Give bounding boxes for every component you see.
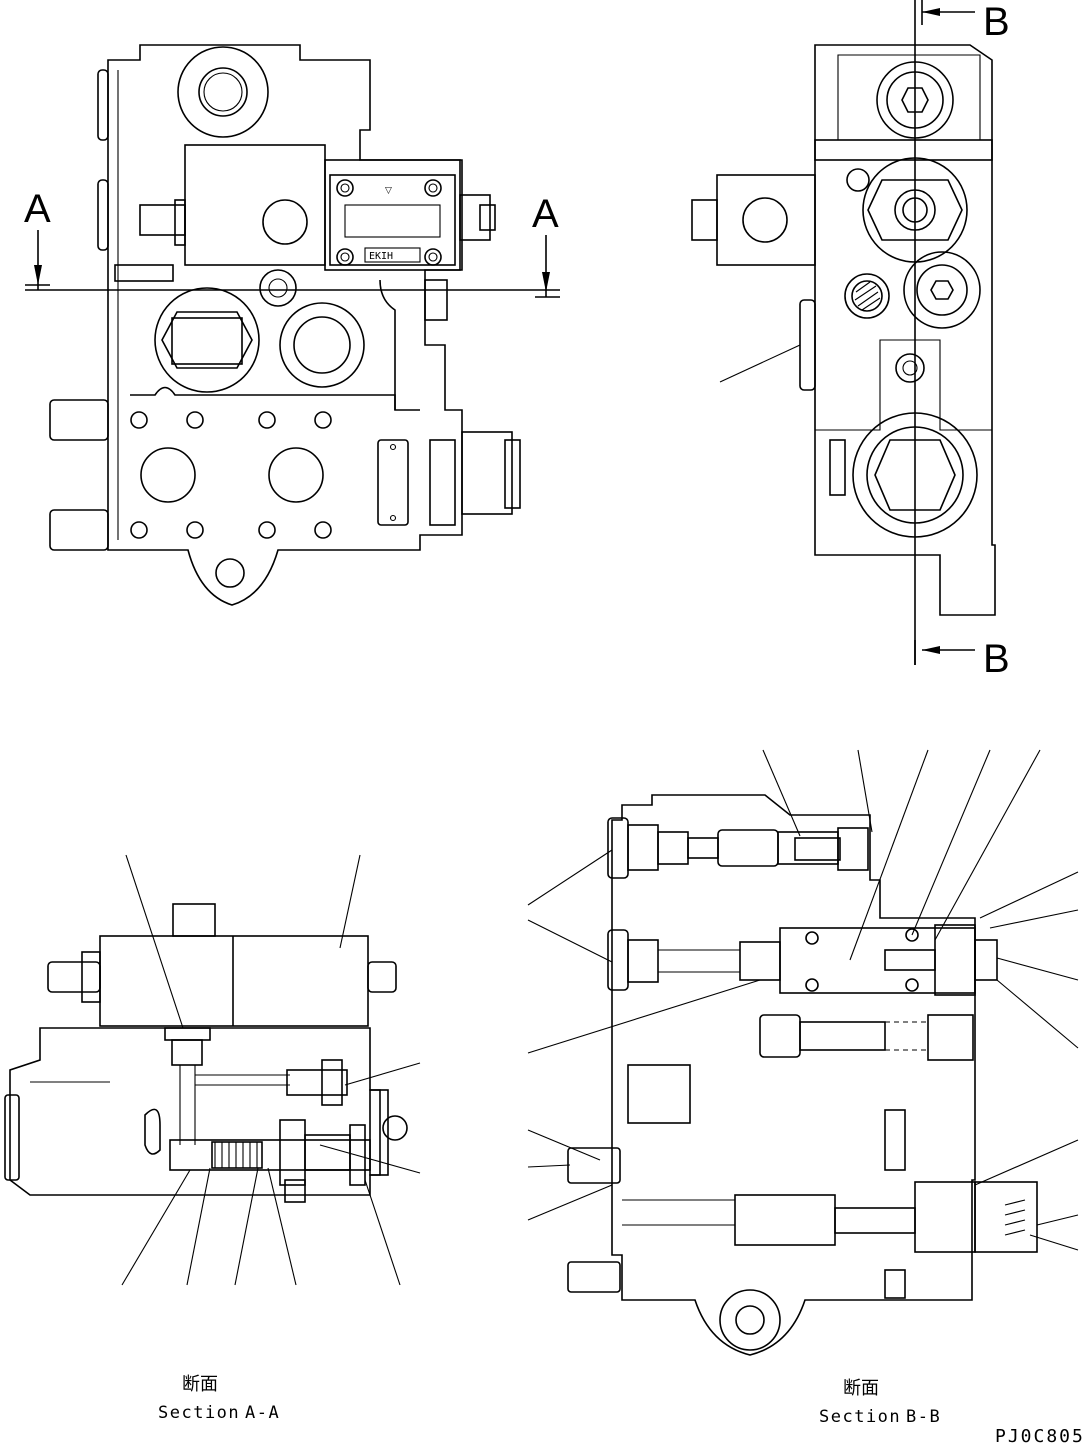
- front-view: ▽ EKIH: [24, 44, 560, 606]
- svg-text:EKIH: EKIH: [369, 251, 393, 262]
- section-bb-id: B-B: [906, 1407, 941, 1427]
- section-mark-a-left: A: [24, 187, 51, 231]
- section-mark-a-right: A: [532, 192, 559, 236]
- section-bb-word: Section: [819, 1407, 901, 1427]
- section-aa-drawing: [4, 854, 421, 1286]
- section-mark-b-bottom: B: [983, 637, 1010, 681]
- svg-text:▽: ▽: [385, 186, 392, 196]
- side-view: B B: [691, 0, 1010, 681]
- section-bb-drawing: [527, 749, 1079, 1356]
- section-aa-word: Section: [158, 1403, 240, 1423]
- section-aa-jp-label: 断面: [182, 1374, 218, 1395]
- section-bb-jp-label: 断面: [843, 1378, 879, 1399]
- drawing-code: PJ0C805: [995, 1426, 1084, 1447]
- section-mark-b-top: B: [983, 0, 1010, 44]
- section-aa-id: A-A: [245, 1403, 280, 1423]
